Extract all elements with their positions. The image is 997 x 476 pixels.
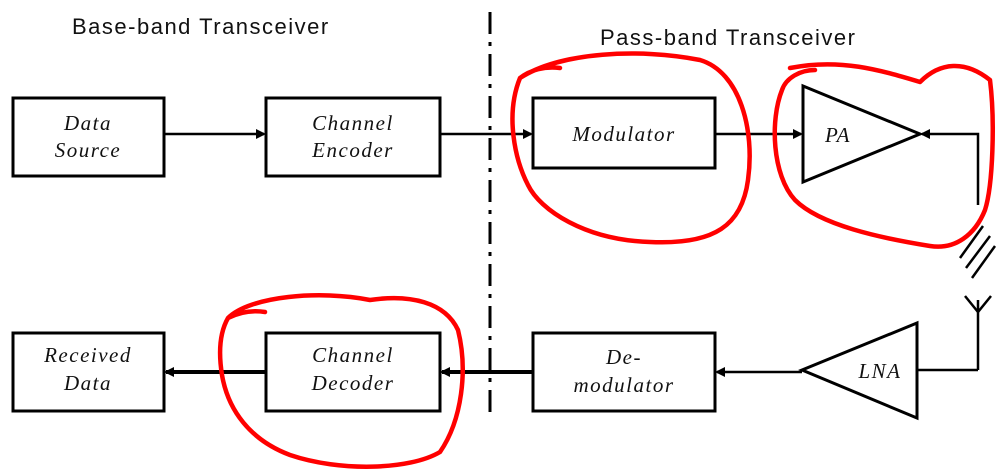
received-data-line1: Received <box>43 343 132 367</box>
data-source-line2: Source <box>55 138 122 162</box>
heading-passband: Pass-band Transceiver <box>600 25 857 50</box>
block-channel-encoder: Channel Encoder <box>264 96 442 178</box>
block-modulator: Modulator <box>531 96 717 170</box>
block-lna: LNA <box>798 320 919 421</box>
block-channel-decoder: Channel Decoder <box>264 331 442 413</box>
modulator-label: Modulator <box>571 122 675 146</box>
demodulator-line1: De- <box>605 345 642 369</box>
demodulator-line2: modulator <box>573 373 674 397</box>
pa-label: PA <box>824 123 851 147</box>
annotation-circle-decoder <box>217 293 465 469</box>
wire-pa-to-antenna <box>920 129 980 205</box>
block-received-data: Received Data <box>11 331 166 413</box>
annotation-circle-pa <box>772 62 995 249</box>
block-demodulator: De- modulator <box>531 331 717 413</box>
channel-encoder-line2: Encoder <box>311 138 394 162</box>
heading-baseband: Base-band Transceiver <box>72 14 330 39</box>
data-source-line1: Data <box>63 111 112 135</box>
received-data-line2: Data <box>63 371 112 395</box>
block-data-source: Data Source <box>11 96 166 178</box>
block-pa: PA <box>801 83 924 185</box>
channel-decoder-line2: Decoder <box>311 371 395 395</box>
channel-encoder-line1: Channel <box>312 111 394 135</box>
antenna-icon <box>958 225 997 370</box>
lna-label: LNA <box>857 359 901 383</box>
channel-decoder-line1: Channel <box>312 343 394 367</box>
annotation-circle-modulator <box>510 51 752 245</box>
